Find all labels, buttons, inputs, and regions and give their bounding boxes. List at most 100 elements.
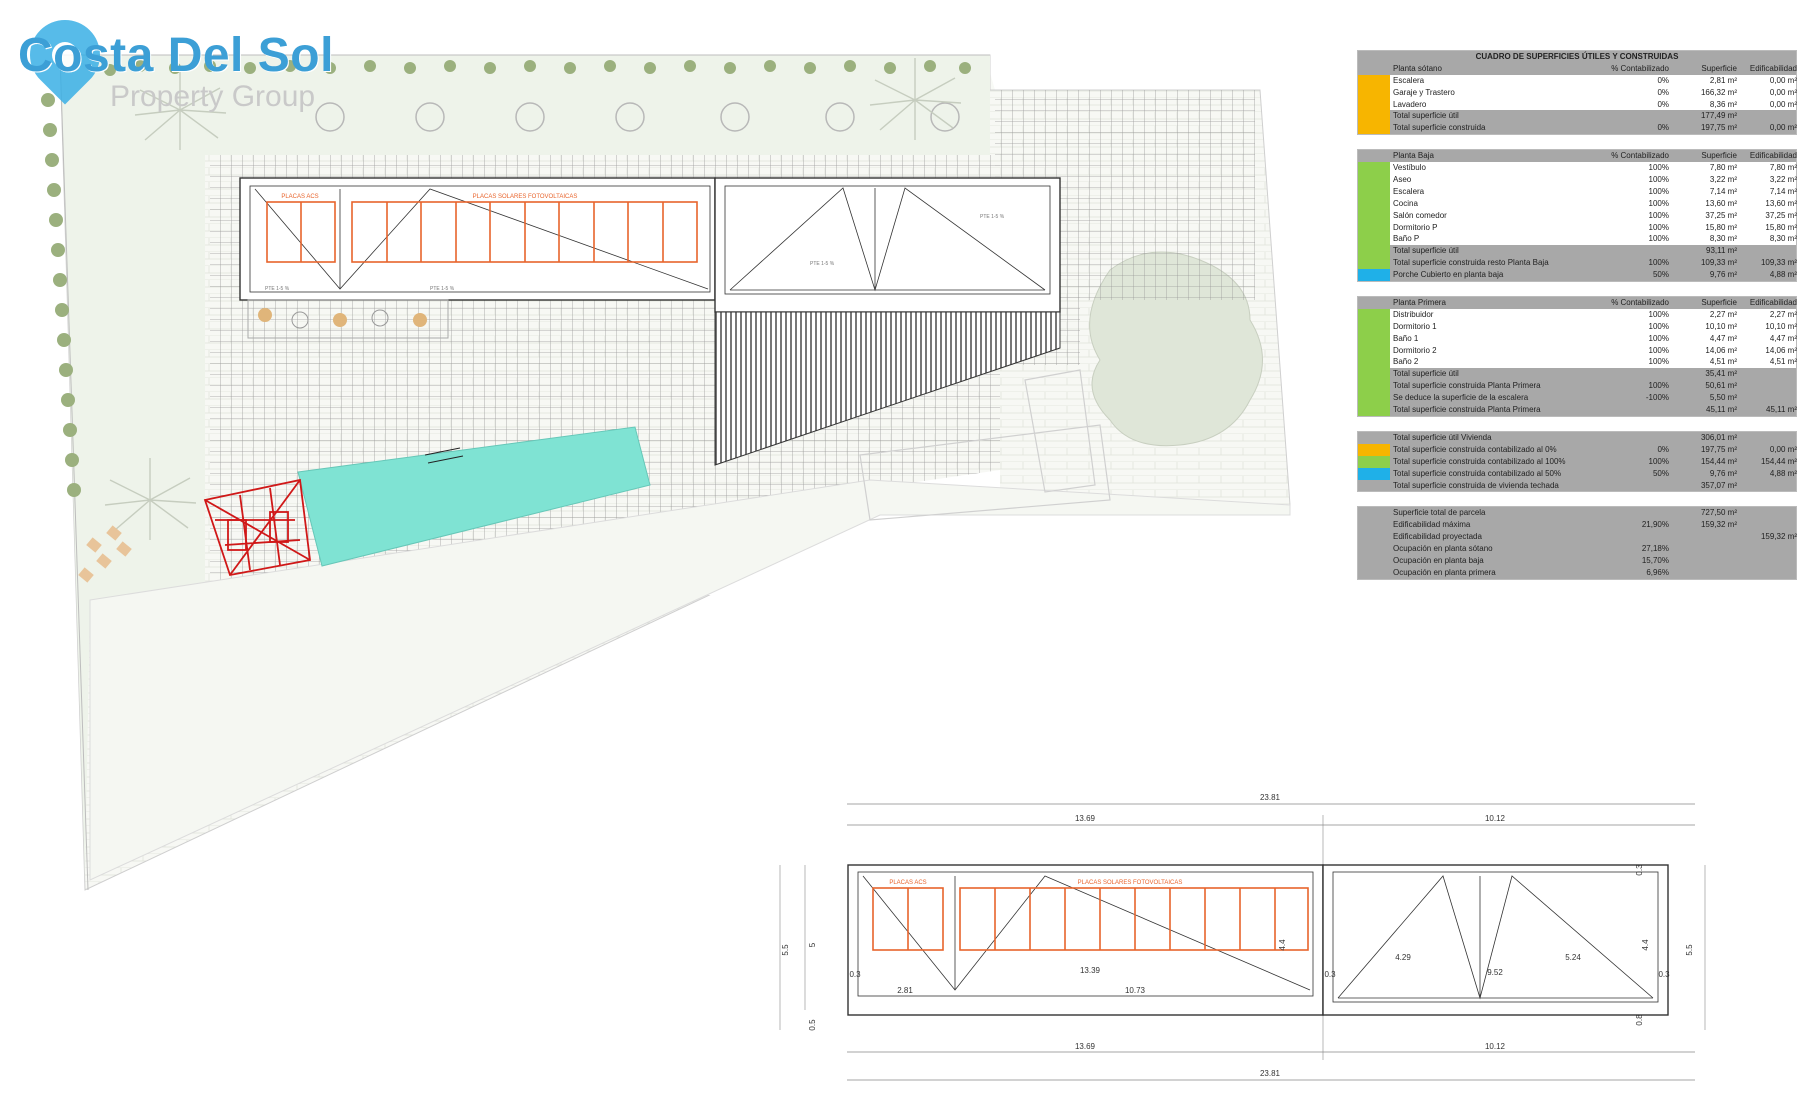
cell-label: Distribuidor [1393,309,1434,319]
cell-label: Baño P [1393,234,1420,244]
roof-detail [779,803,1706,1081]
cell-label: Aseo [1393,175,1412,185]
cell-label: Ocupación en planta sótano [1393,544,1493,554]
cell-label: Ocupación en planta baja [1393,555,1484,565]
cell-percent [1609,110,1673,122]
cell-percent: 50% [1652,270,1669,280]
cell-label: Baño 2 [1393,357,1419,367]
cell-surface: 5,50 m² [1709,393,1737,403]
cell-buildability: 37,25 m² [1765,210,1797,220]
cell-percent: 50% [1652,468,1669,478]
cell-surface: 37,25 m² [1705,210,1737,220]
shrubs [315,102,960,132]
cell-label: Se deduce la superficie de la escalera [1393,393,1529,403]
svg-text:0.3: 0.3 [1324,970,1336,979]
cell-surface: Superficie [1701,151,1737,161]
palm-trees [104,58,962,540]
color-swatch [1358,233,1390,246]
color-swatch [1358,432,1390,444]
cell-label: Total superficie construida Planta Prime… [1393,405,1541,415]
cell-buildability: 8,30 m² [1769,234,1797,244]
cell-label: Planta Primera [1393,298,1446,308]
brand-subtitle: Property Group [110,80,316,113]
cell-percent: % Contabilizado [1611,63,1669,73]
color-swatch [1358,98,1390,111]
color-swatch [1358,110,1390,123]
cell-buildability: 4,88 m² [1769,270,1797,280]
summary-row: Total superficie construida de vivienda … [1358,479,1796,492]
slope-label: PTE 1-5 % [430,286,455,292]
cell-buildability: 0,00 m² [1769,444,1797,454]
svg-text:0.5: 0.5 [808,1019,817,1031]
color-swatch [1358,257,1390,270]
solar-panels-pv [351,201,698,263]
cell-buildability: 2,27 m² [1769,309,1797,319]
cell-label: Total superficie construida contabilizad… [1393,468,1562,478]
cell-surface: 10,10 m² [1705,321,1737,331]
label-placas-pv: PLACAS SOLARES FOTOVOLTAICAS [473,194,578,200]
cell-surface: Superficie [1701,298,1737,308]
table-title: CUADRO DE SUPERFICIES ÚTILES Y CONSTRUID… [1358,51,1796,63]
table-total-row: Se deduce la superficie de la escalera-1… [1358,392,1796,405]
color-swatch [1358,443,1390,456]
cell-surface: 8,36 m² [1709,99,1737,109]
cell-label: Planta Baja [1393,151,1434,161]
cell-percent: 100% [1648,381,1669,391]
cell-buildability: 7,80 m² [1769,163,1797,173]
red-pergola [203,478,311,577]
color-swatch [1358,185,1390,198]
garage-ramp [714,311,1061,466]
cell-percent: 100% [1648,357,1669,367]
main-building [239,177,716,301]
cell-percent: 100% [1648,345,1669,355]
color-swatch [1358,221,1390,234]
cell-surface: 4,47 m² [1709,333,1737,343]
cell-surface: 93,11 m² [1706,246,1737,256]
cell-label: Dormitorio P [1393,222,1438,232]
svg-text:9.52: 9.52 [1487,968,1503,977]
cell-buildability: 0,00 m² [1769,123,1797,133]
cell-buildability: Edificabilidad [1749,63,1797,73]
cell-buildability: 4,47 m² [1769,333,1797,343]
svg-text:5.5: 5.5 [781,944,790,956]
cell-percent: 0% [1657,99,1669,109]
brand-title: Costa Del Sol [18,29,334,82]
cell-buildability [1741,380,1800,392]
cell-label: Escalera [1393,75,1425,85]
cell-surface: 109,33 m² [1700,258,1737,268]
svg-text:2.81: 2.81 [897,986,913,995]
color-swatch [1358,567,1390,579]
cell-buildability: 154,44 m² [1760,456,1797,466]
cell-percent: 100% [1648,234,1669,244]
svg-text:0.3: 0.3 [1658,970,1670,979]
cell-buildability: 10,10 m² [1765,321,1797,331]
svg-text:5: 5 [808,942,817,947]
color-swatch [1358,320,1390,333]
color-swatch [1358,392,1390,405]
cell-label: Total superficie construida de vivienda … [1393,480,1559,490]
summary-row: Total superficie construida contabilizad… [1358,467,1797,480]
cell-label: Total superficie construida Planta Prime… [1393,381,1541,391]
cell-buildability [1741,543,1800,555]
planter [247,299,449,339]
cell-buildability: 0,00 m² [1769,87,1797,97]
color-swatch [1358,467,1390,480]
cell-label: Dormitorio 2 [1393,345,1437,355]
cell-label: Total superficie útil [1393,111,1459,121]
cell-label: Total superficie útil [1393,246,1459,256]
